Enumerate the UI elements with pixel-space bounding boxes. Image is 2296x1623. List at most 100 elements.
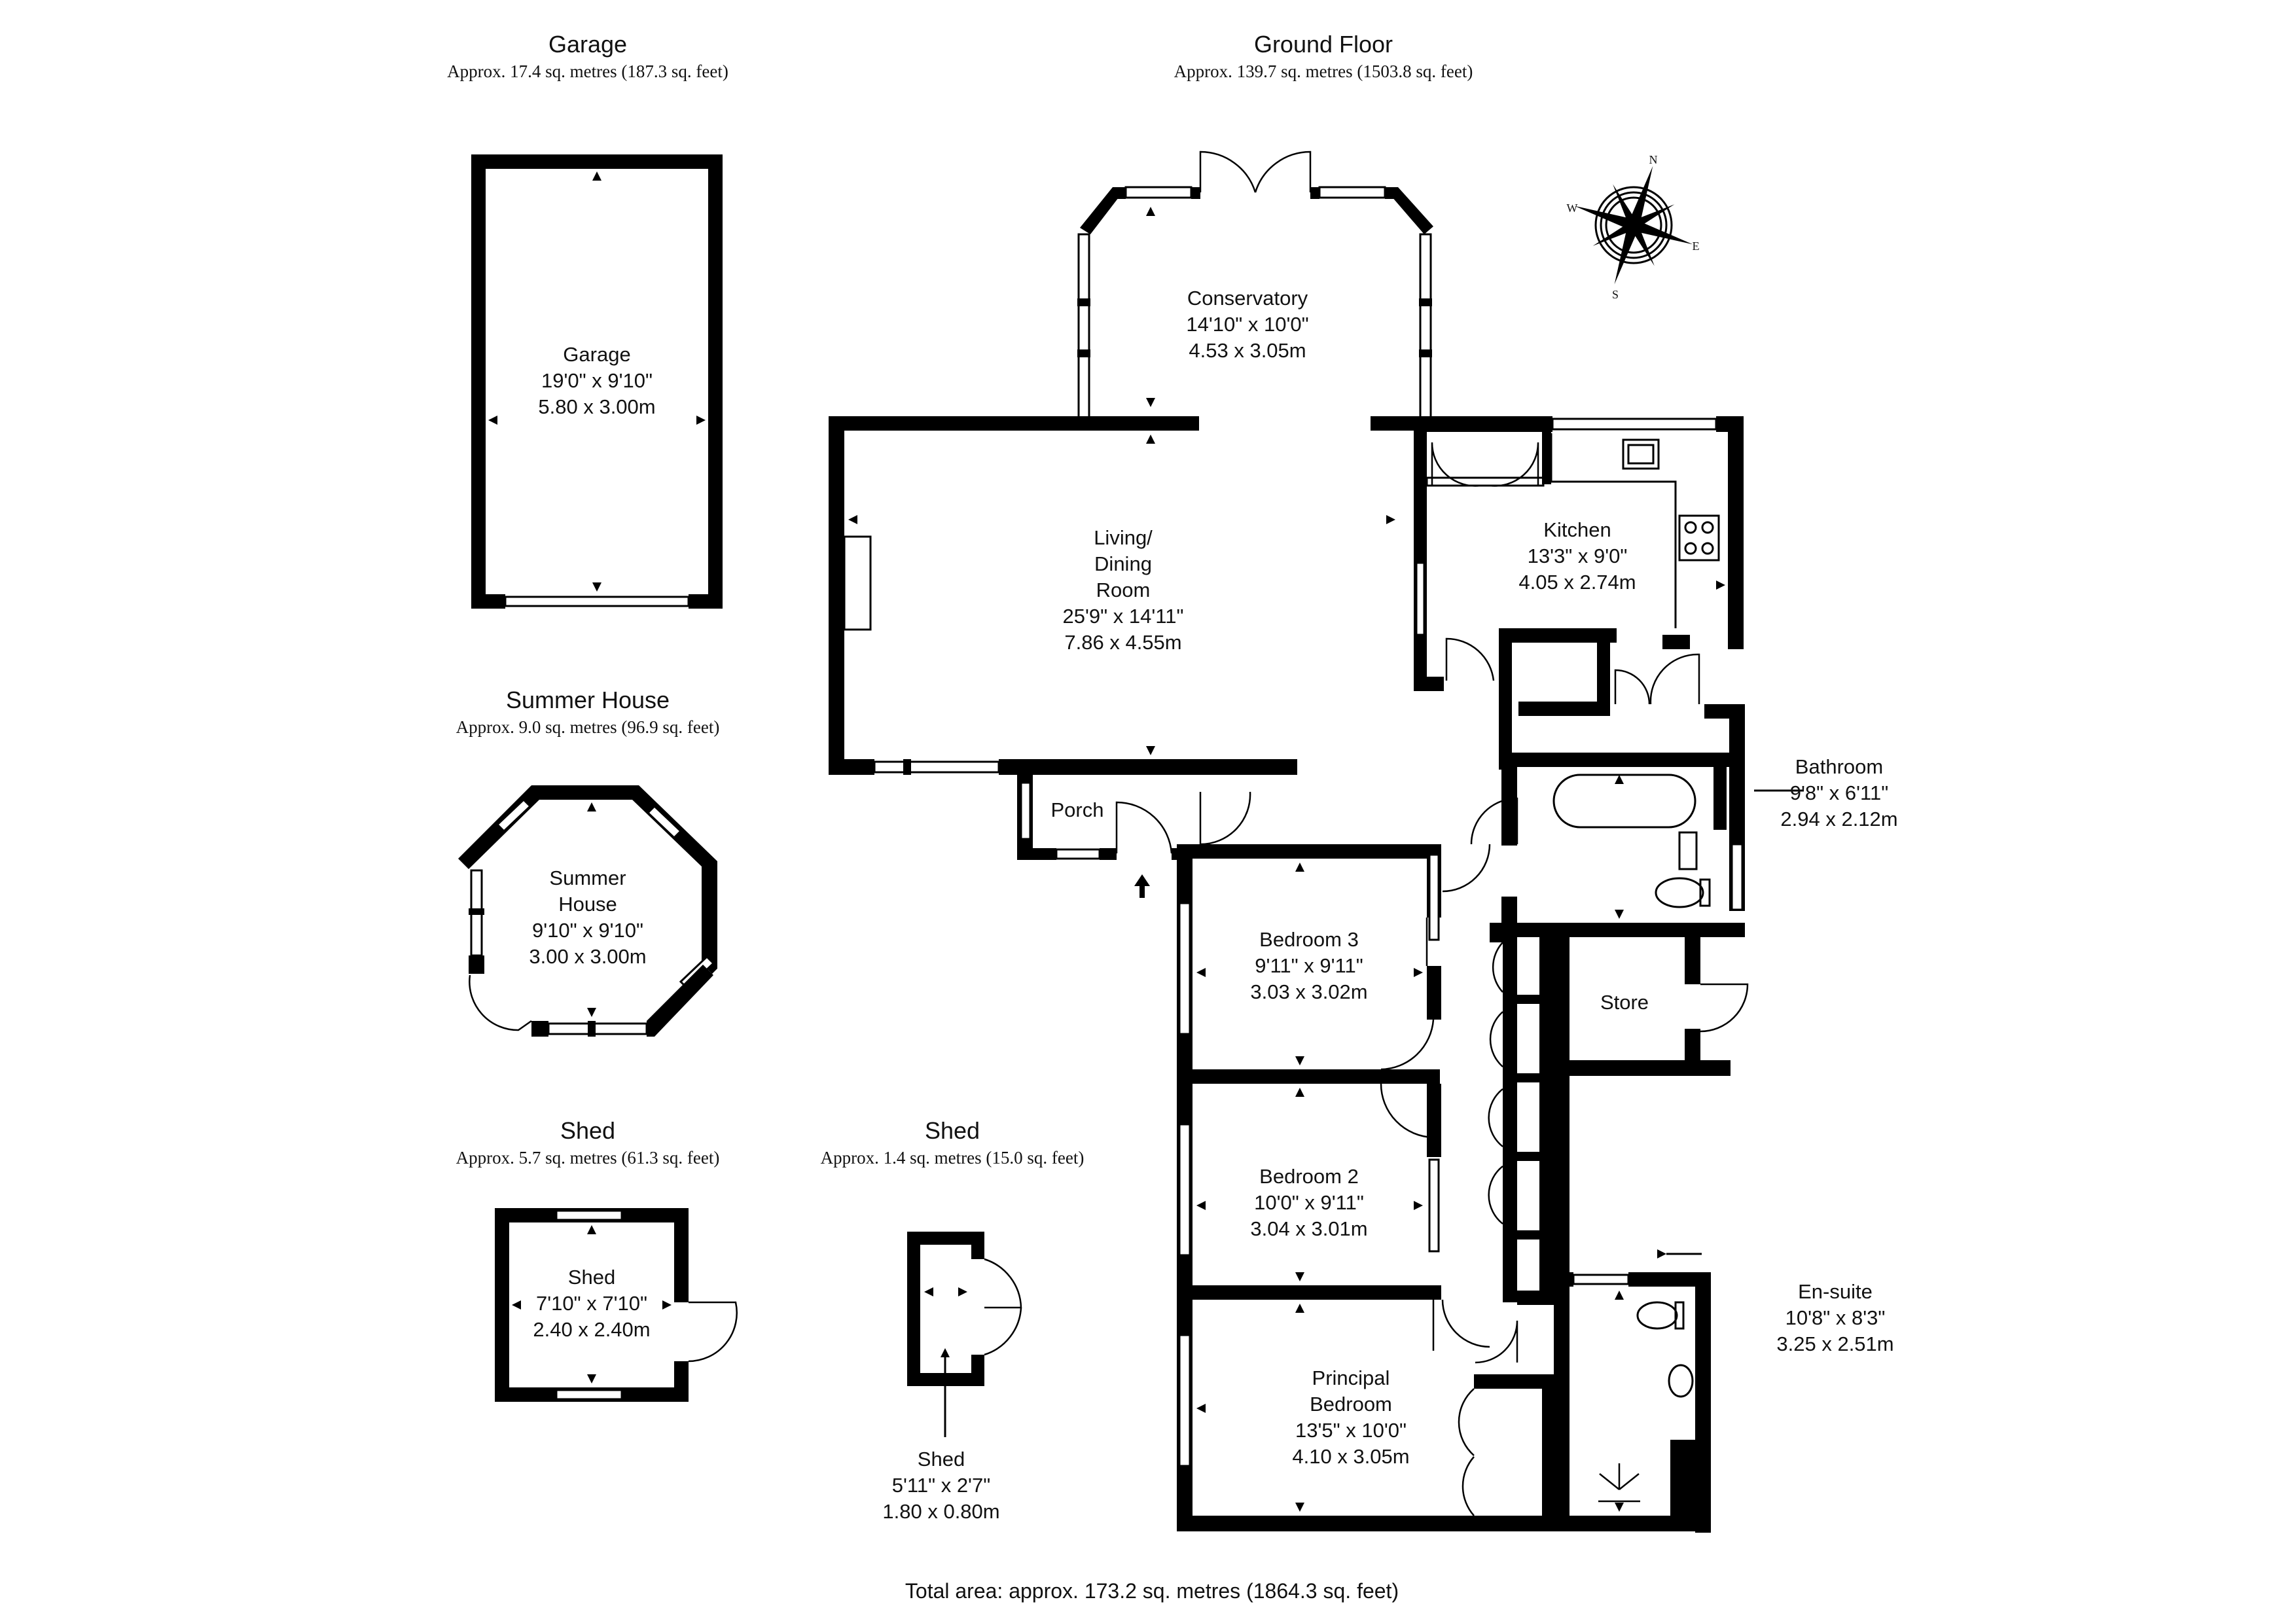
hall-wall bbox=[1490, 923, 1504, 942]
bedroom-divider bbox=[1177, 1285, 1441, 1300]
store-wall-right bbox=[1685, 1029, 1700, 1076]
shed-small-wall-left bbox=[907, 1232, 920, 1386]
ensuite-basin bbox=[1668, 1364, 1694, 1398]
store-wall-right bbox=[1685, 923, 1700, 984]
cupboard-door[interactable] bbox=[1614, 669, 1651, 705]
summer-house-door[interactable] bbox=[469, 974, 532, 1031]
shower-icon bbox=[1598, 1463, 1640, 1503]
cupboard-line bbox=[1426, 476, 1545, 487]
garage-dimension-tick bbox=[696, 416, 706, 425]
conservatory-plan: Conservatory 14'10" x 10'0" 4.53 x 3.05m bbox=[1077, 151, 1433, 420]
wardrobe-door[interactable] bbox=[1488, 1166, 1503, 1224]
bedroom2-door[interactable] bbox=[1380, 1083, 1435, 1139]
bedroom2-dimension-tick bbox=[1295, 1088, 1304, 1097]
bathroom-dimension-tick bbox=[1615, 775, 1624, 784]
ensuite-label: En-suite 10'8" x 8'3" 3.25 x 2.51m bbox=[1776, 1280, 1893, 1355]
main-block-walls bbox=[1177, 416, 1749, 1533]
shed-small-wall-right bbox=[971, 1232, 984, 1259]
kitchen-door[interactable] bbox=[1445, 637, 1495, 681]
shed-small-door[interactable] bbox=[984, 1307, 1022, 1356]
conservatory-window bbox=[1124, 186, 1193, 199]
garage-wall-bottom-left bbox=[471, 594, 505, 609]
principal-label-metric: 4.10 x 3.05m bbox=[1292, 1445, 1409, 1468]
bedroom3-wall-top bbox=[1177, 844, 1441, 859]
garage-label-name: Garage bbox=[563, 343, 630, 366]
compass-ring bbox=[1594, 186, 1673, 264]
wardrobe-door[interactable] bbox=[1488, 1088, 1503, 1147]
shed-large-door[interactable] bbox=[688, 1301, 738, 1363]
front-door[interactable] bbox=[1115, 801, 1173, 854]
bedroom2-closet-line bbox=[1428, 1158, 1440, 1253]
ensuite-window bbox=[1572, 1274, 1630, 1285]
garage-dimension-tick bbox=[592, 171, 601, 181]
summer-house-wall bbox=[469, 955, 484, 974]
bathroom-pointer bbox=[1657, 1249, 1666, 1258]
principal-wardrobe-door[interactable] bbox=[1458, 1388, 1475, 1456]
bedroom2-label-name: Bedroom 2 bbox=[1259, 1165, 1359, 1188]
conservatory-mullion bbox=[1419, 298, 1432, 306]
porch-inner-door[interactable] bbox=[1199, 791, 1251, 846]
bedroom3-dimension-tick bbox=[1295, 863, 1304, 872]
ensuite-label-imperial: 10'8" x 8'3" bbox=[1785, 1306, 1886, 1329]
conservatory-wall bbox=[1310, 187, 1319, 199]
conservatory-window bbox=[1077, 233, 1090, 420]
side-door[interactable] bbox=[1649, 653, 1700, 705]
summer-house-wall bbox=[647, 965, 713, 1037]
shed-large-label-name: Shed bbox=[568, 1266, 615, 1289]
bedroom3-label-imperial: 9'11" x 9'11" bbox=[1255, 954, 1363, 977]
summer-house-label-imperial: 9'10" x 9'10" bbox=[532, 919, 643, 942]
living-label-line3: Room bbox=[1096, 579, 1151, 601]
kitchen-worktop bbox=[1550, 433, 1677, 628]
kitchen-wall-bottom bbox=[1662, 635, 1690, 649]
principal-wardrobe-door[interactable] bbox=[1462, 1456, 1475, 1516]
bathroom-basin bbox=[1678, 831, 1698, 870]
conservatory-french-door[interactable] bbox=[1199, 151, 1257, 193]
kitchen-dimension-tick bbox=[1418, 519, 1427, 528]
compass-ring bbox=[1605, 196, 1662, 254]
kitchen-cupboard-door[interactable] bbox=[1489, 442, 1539, 487]
summer-house-label-metric: 3.00 x 3.00m bbox=[529, 945, 646, 968]
principal-label-imperial: 13'5" x 10'0" bbox=[1295, 1419, 1407, 1442]
kitchen-cupboard-door[interactable] bbox=[1431, 442, 1481, 487]
living-label-imperial: 25'9" x 14'11" bbox=[1063, 605, 1184, 628]
bedroom3-label: Bedroom 3 9'11" x 9'11" 3.03 x 3.02m bbox=[1250, 928, 1367, 1003]
store-wall-left bbox=[1554, 923, 1570, 1075]
shed-small-door[interactable] bbox=[984, 1258, 1022, 1309]
living-label-metric: 7.86 x 4.55m bbox=[1064, 631, 1181, 654]
summer-house-label-line1: Summer bbox=[549, 866, 626, 889]
bathroom-label-imperial: 9'8" x 6'11" bbox=[1790, 781, 1888, 804]
ensuite-wc bbox=[1636, 1301, 1678, 1330]
summer-house-label-line2: House bbox=[558, 893, 617, 916]
compass-north-label: N bbox=[1649, 153, 1658, 166]
wardrobe-door[interactable] bbox=[1489, 1011, 1503, 1067]
bedroom-divider bbox=[1177, 1069, 1440, 1084]
bath-wall-left bbox=[1501, 767, 1517, 846]
summer-house-heading-area: Approx. 9.0 sq. metres (96.9 sq. feet) bbox=[456, 717, 720, 737]
compass-west-label: W bbox=[1567, 202, 1578, 215]
conservatory-french-door[interactable] bbox=[1254, 151, 1312, 193]
principal-window bbox=[1178, 1334, 1191, 1467]
compass-ring bbox=[1600, 191, 1668, 259]
shed-large-label-metric: 2.40 x 2.40m bbox=[533, 1318, 650, 1341]
entrance-arrow-icon bbox=[1134, 874, 1150, 898]
ensuite-wall-west bbox=[1554, 1368, 1570, 1527]
wardrobe-door[interactable] bbox=[1492, 942, 1503, 993]
principal-dimension-tick bbox=[1496, 1376, 1505, 1385]
bedroom3-door[interactable] bbox=[1380, 1019, 1435, 1071]
summer-house-mullion bbox=[469, 908, 484, 915]
ensuite-dimension-tick bbox=[1615, 1291, 1624, 1300]
ensuite-wall bbox=[1517, 1291, 1554, 1305]
principal-door[interactable] bbox=[1441, 1299, 1490, 1348]
summer-house-heading: Summer House Approx. 9.0 sq. metres (96.… bbox=[456, 687, 720, 737]
bedroom3-label-metric: 3.03 x 3.02m bbox=[1250, 980, 1367, 1003]
ensuite-door[interactable] bbox=[1475, 1320, 1518, 1364]
hall-door[interactable] bbox=[1442, 844, 1491, 893]
principal-bedroom-label: Principal Bedroom 13'5" x 10'0" 4.10 x 3… bbox=[1292, 1366, 1409, 1468]
living-label: Living/ Dining Room 25'9" x 14'11" 7.86 … bbox=[1063, 526, 1184, 654]
store-door[interactable] bbox=[1700, 983, 1749, 1033]
porch-plan: Porch bbox=[1017, 767, 1251, 898]
bathroom-door[interactable] bbox=[1470, 797, 1518, 845]
kitchen-label-name: Kitchen bbox=[1543, 518, 1611, 541]
shed-small-label: Shed 5'11" x 2'7" 1.80 x 0.80m bbox=[882, 1448, 999, 1523]
compass-rose: N E S W bbox=[1567, 153, 1700, 301]
